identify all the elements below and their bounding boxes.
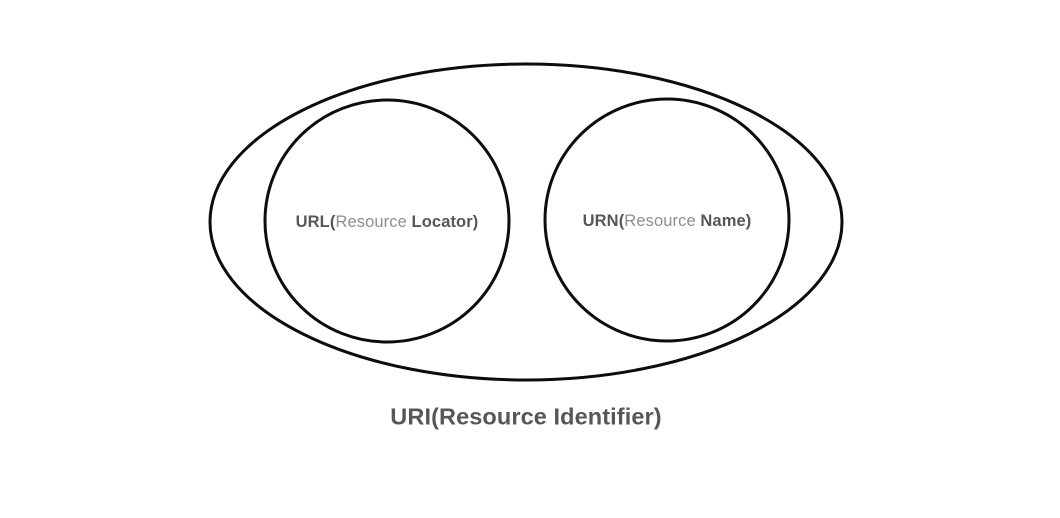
outer-ellipse-uri	[208, 62, 844, 382]
caption-uri: URI(Resource Identifier)	[390, 403, 662, 430]
inner-circle-urn	[543, 97, 791, 343]
label-url-prefix: URL(	[295, 212, 336, 231]
label-urn-prefix: URN(	[582, 211, 625, 230]
label-url-suffix: Locator)	[411, 212, 479, 231]
label-url-middle: Resource	[335, 212, 412, 231]
inner-circle-url	[263, 98, 511, 344]
label-urn-suffix: Name)	[700, 211, 752, 230]
label-url: URL(Resource Locator)	[296, 214, 479, 231]
label-urn-middle: Resource	[624, 211, 701, 230]
label-urn: URN(Resource Name)	[583, 213, 752, 230]
